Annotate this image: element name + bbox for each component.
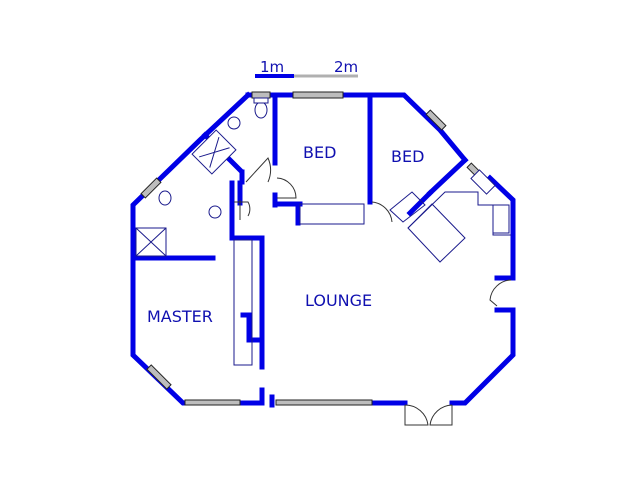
toilet-ensuite <box>254 101 268 119</box>
outer-wall-north <box>245 92 469 164</box>
basin-master <box>208 205 222 219</box>
interior-walls <box>132 94 469 408</box>
door-east <box>489 279 512 307</box>
window-bed2-diagonal <box>425 109 447 131</box>
shower-master-x <box>135 227 167 257</box>
kitchen-island <box>407 203 466 263</box>
wardrobe-bed1 <box>299 203 365 225</box>
room-label-bed-2: BED <box>391 147 424 166</box>
window-master-nw <box>140 177 162 199</box>
stove <box>492 204 510 234</box>
window-master-sw <box>146 364 172 390</box>
shower-ensuite-x <box>199 137 230 168</box>
wall-bed2-kitchen <box>426 156 469 197</box>
doors <box>234 157 512 426</box>
basin-ensuite <box>227 116 241 130</box>
toilet-master <box>158 190 172 206</box>
wardrobe-bed2 <box>389 191 426 223</box>
room-labels: BED BED MASTER LOUNGE <box>147 143 424 326</box>
window-south-2 <box>275 399 373 406</box>
door-bath <box>245 157 272 183</box>
scale-label-1m: 1m <box>260 58 284 76</box>
toilet-ensuite-tank <box>253 97 269 104</box>
door-bed2 <box>371 201 393 223</box>
scale-label-2m: 2m <box>334 58 358 76</box>
room-label-lounge: LOUNGE <box>305 291 372 310</box>
kitchen-sink <box>470 169 496 195</box>
scale-bar: 1m 2m <box>255 58 358 78</box>
window-north-bath <box>251 91 271 99</box>
fixtures <box>135 97 511 366</box>
door-ensuite <box>234 201 251 217</box>
room-label-bed-1: BED <box>303 143 336 162</box>
outer-walls <box>130 91 516 406</box>
outer-wall-southeast <box>449 307 516 406</box>
windows <box>140 91 488 406</box>
kitchen-counter <box>407 191 511 236</box>
wall-bed2-kitchen-b <box>406 189 434 217</box>
outer-wall-east <box>486 174 516 281</box>
wardrobe-corridor <box>233 239 253 366</box>
door-main <box>404 404 453 426</box>
room-label-master: MASTER <box>147 307 213 326</box>
window-north-bed1 <box>292 91 344 99</box>
wall-ensuite-east <box>229 180 265 345</box>
door-bed1 <box>276 177 297 199</box>
window-south-1 <box>184 399 241 406</box>
wall-corridor <box>240 312 265 370</box>
